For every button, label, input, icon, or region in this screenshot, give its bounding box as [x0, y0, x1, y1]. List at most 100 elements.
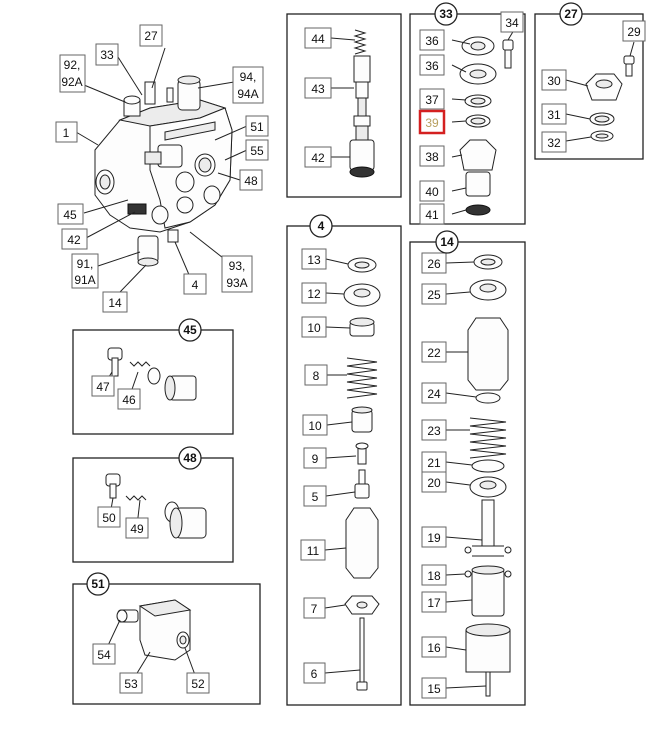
label-50[interactable]: 50: [97, 506, 121, 528]
label-19[interactable]: 19: [421, 526, 447, 548]
panel-4-frame: [286, 225, 402, 706]
svg-text:24: 24: [427, 387, 441, 401]
label-53[interactable]: 53: [119, 672, 143, 694]
svg-text:94A: 94A: [237, 87, 258, 101]
label-22[interactable]: 22: [421, 341, 447, 363]
label-4-main[interactable]: 4: [183, 273, 207, 295]
label-47[interactable]: 47: [91, 375, 115, 397]
label-36-lower[interactable]: 36: [419, 54, 445, 76]
panel-33-frame: [409, 13, 526, 225]
svg-text:51: 51: [91, 577, 105, 591]
panel-48-parts: [105, 473, 207, 539]
label-24[interactable]: 24: [421, 382, 447, 404]
callout-51[interactable]: 51: [86, 572, 110, 596]
svg-text:91A: 91A: [74, 273, 95, 287]
svg-text:47: 47: [96, 380, 110, 394]
svg-text:14: 14: [108, 296, 122, 310]
label-5[interactable]: 5: [303, 485, 327, 507]
svg-text:15: 15: [427, 682, 441, 696]
label-29[interactable]: 29: [622, 20, 646, 42]
label-40[interactable]: 40: [419, 180, 445, 202]
label-21[interactable]: 21: [421, 451, 447, 473]
svg-text:38: 38: [425, 150, 439, 164]
label-45-main[interactable]: 45: [57, 203, 84, 225]
label-92-92a[interactable]: 92,92A: [59, 54, 86, 93]
svg-text:55: 55: [250, 144, 264, 158]
label-44[interactable]: 44: [304, 27, 332, 49]
label-10-upper[interactable]: 10: [301, 316, 327, 338]
label-43[interactable]: 43: [304, 77, 332, 99]
label-14-main[interactable]: 14: [102, 291, 128, 313]
svg-text:48: 48: [183, 451, 197, 465]
label-30[interactable]: 30: [541, 69, 567, 91]
label-25[interactable]: 25: [421, 283, 447, 305]
label-20[interactable]: 20: [421, 471, 447, 493]
svg-text:11: 11: [307, 544, 320, 558]
label-39-highlighted[interactable]: 39: [418, 109, 446, 135]
label-11[interactable]: 11: [300, 539, 326, 561]
label-42-main[interactable]: 42: [61, 228, 88, 250]
label-8[interactable]: 8: [304, 364, 328, 386]
svg-text:93A: 93A: [226, 276, 247, 290]
label-49[interactable]: 49: [125, 517, 149, 539]
label-34[interactable]: 34: [500, 11, 524, 33]
svg-text:7: 7: [311, 602, 318, 616]
svg-text:40: 40: [425, 185, 439, 199]
svg-text:53: 53: [124, 677, 138, 691]
label-54[interactable]: 54: [92, 643, 116, 665]
svg-text:94,: 94,: [240, 70, 257, 84]
callout-14[interactable]: 14: [435, 230, 459, 254]
label-41[interactable]: 41: [419, 203, 445, 225]
svg-text:12: 12: [307, 287, 321, 301]
label-7[interactable]: 7: [303, 597, 326, 619]
svg-text:36: 36: [425, 59, 439, 73]
label-6[interactable]: 6: [303, 662, 326, 684]
label-1[interactable]: 1: [55, 121, 78, 143]
callout-4[interactable]: 4: [309, 214, 333, 238]
svg-text:27: 27: [144, 29, 158, 43]
panel-45-frame: [72, 329, 234, 435]
svg-text:42: 42: [311, 151, 325, 165]
label-32[interactable]: 32: [541, 131, 567, 153]
label-42-spool[interactable]: 42: [304, 146, 332, 168]
label-17[interactable]: 17: [421, 591, 447, 613]
label-12[interactable]: 12: [301, 282, 327, 304]
label-9[interactable]: 9: [303, 447, 327, 469]
label-16[interactable]: 16: [421, 636, 447, 658]
label-33-main[interactable]: 33: [95, 43, 119, 66]
label-36-upper[interactable]: 36: [419, 29, 445, 51]
label-48-main[interactable]: 48: [239, 169, 263, 191]
callout-45[interactable]: 45: [178, 318, 202, 342]
label-55[interactable]: 55: [245, 139, 269, 161]
label-23[interactable]: 23: [421, 419, 447, 441]
svg-text:93,: 93,: [229, 259, 246, 273]
callout-33[interactable]: 33: [434, 2, 458, 26]
label-94-94a[interactable]: 94,94A: [232, 66, 264, 104]
panel-51-frame: [72, 583, 261, 705]
label-26[interactable]: 26: [421, 252, 447, 274]
svg-text:45: 45: [63, 208, 77, 222]
label-93-93a[interactable]: 93,93A: [221, 255, 253, 293]
label-37[interactable]: 37: [419, 88, 445, 110]
label-15[interactable]: 15: [421, 677, 447, 699]
svg-text:30: 30: [547, 74, 561, 88]
label-27[interactable]: 27: [139, 24, 163, 47]
callout-27[interactable]: 27: [559, 2, 583, 26]
label-31[interactable]: 31: [541, 103, 567, 125]
svg-text:20: 20: [427, 476, 441, 490]
svg-text:4: 4: [192, 278, 199, 292]
svg-text:33: 33: [439, 7, 453, 21]
label-13[interactable]: 13: [301, 248, 327, 270]
svg-text:37: 37: [425, 93, 439, 107]
svg-text:13: 13: [307, 253, 321, 267]
label-38[interactable]: 38: [419, 145, 445, 167]
callout-48[interactable]: 48: [178, 446, 202, 470]
label-51-main[interactable]: 51: [245, 115, 269, 137]
label-18[interactable]: 18: [421, 564, 447, 586]
label-46[interactable]: 46: [117, 388, 141, 410]
label-91-91a[interactable]: 91,91A: [71, 253, 99, 289]
label-52[interactable]: 52: [186, 672, 210, 694]
svg-text:8: 8: [313, 369, 320, 383]
label-10-lower[interactable]: 10: [302, 414, 328, 436]
svg-text:39: 39: [425, 116, 439, 130]
